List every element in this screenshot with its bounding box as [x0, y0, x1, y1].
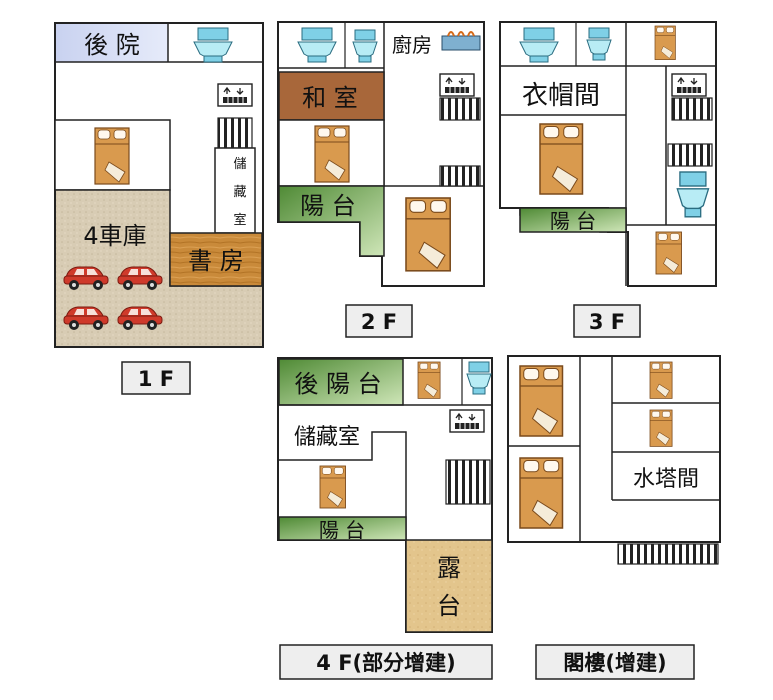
stairs-icon	[439, 165, 481, 187]
closet-label: 衣帽間	[522, 81, 600, 111]
stairs-icon	[445, 459, 491, 505]
garage-label: 4車庫	[83, 222, 146, 250]
terrace-label-1: 露	[437, 554, 461, 582]
floor-attic-badge	[535, 644, 695, 680]
balcony-2f-label: 陽 台	[300, 192, 356, 220]
watertower-label: 水塔間	[633, 467, 699, 492]
stairs-icon	[217, 117, 253, 149]
stairs-icon	[671, 97, 713, 121]
elevator-icon	[671, 73, 707, 97]
floor-2f-badge	[345, 304, 413, 338]
elevator-icon	[217, 83, 253, 107]
bed-icon	[649, 409, 673, 447]
bed-icon	[539, 123, 584, 195]
bed-icon	[405, 197, 451, 272]
floor-attic-label: 閣樓(增建)	[563, 651, 666, 675]
study-label: 書 房	[188, 247, 244, 275]
terrace-label-2: 台	[437, 592, 461, 620]
bed-icon	[319, 465, 346, 509]
bed-icon	[417, 361, 441, 399]
bed-icon	[314, 125, 350, 183]
floor-4f-badge	[279, 644, 493, 680]
elevator-icon	[439, 73, 475, 97]
terrace-4f	[405, 539, 493, 633]
storage-label-3: 室	[233, 212, 246, 228]
balcony-4f-label: 陽 台	[319, 518, 365, 542]
bed-icon	[654, 25, 676, 60]
backyard-label: 後 院	[84, 31, 140, 59]
washitsu-room	[278, 71, 385, 121]
floor-1f-label: 1 F	[138, 367, 174, 391]
stairs-icon	[667, 143, 713, 167]
floor-attic: 水塔間	[507, 355, 721, 565]
kitchen-stove-icon	[441, 31, 481, 51]
bed-icon	[655, 231, 682, 275]
storage-room	[214, 147, 256, 234]
bed-icon	[519, 457, 564, 529]
floor-2f: 廚房 和 室 陽 台	[277, 21, 485, 287]
bed-icon	[94, 127, 130, 185]
floor-1f: 後 院 儲 藏 室 4車庫 書 房	[54, 22, 264, 348]
storage-label-2: 藏	[233, 185, 246, 200]
floor-4f-label: 4 F(部分增建)	[316, 651, 455, 675]
bed-icon	[519, 365, 564, 437]
backyard-room	[56, 24, 168, 62]
storage-label-1: 儲	[233, 157, 246, 172]
balcony-4f	[278, 516, 407, 541]
floor-3f: 衣帽間 陽 台	[499, 21, 717, 287]
balcony-2f	[278, 185, 385, 257]
rear-balcony-4f	[278, 358, 404, 406]
floor-3f-badge	[573, 304, 641, 338]
balcony-3f-label: 陽 台	[550, 209, 596, 233]
floor-2f-label: 2 F	[361, 310, 397, 334]
storage-4f-label: 儲藏室	[294, 425, 360, 450]
kitchen-label: 廚房	[392, 33, 432, 57]
elevator-icon	[449, 409, 485, 433]
stairs-icon	[617, 543, 719, 565]
floor-4f: 後 陽 台 儲藏室 陽 台 露 台	[277, 357, 493, 633]
floor-1f-badge	[121, 361, 191, 395]
study-room	[169, 232, 263, 287]
rear-balcony-4f-label: 後 陽 台	[294, 370, 381, 398]
bed-icon	[649, 361, 673, 399]
stairs-icon	[439, 97, 481, 121]
washitsu-label: 和 室	[302, 84, 358, 112]
floor-3f-label: 3 F	[589, 310, 625, 334]
